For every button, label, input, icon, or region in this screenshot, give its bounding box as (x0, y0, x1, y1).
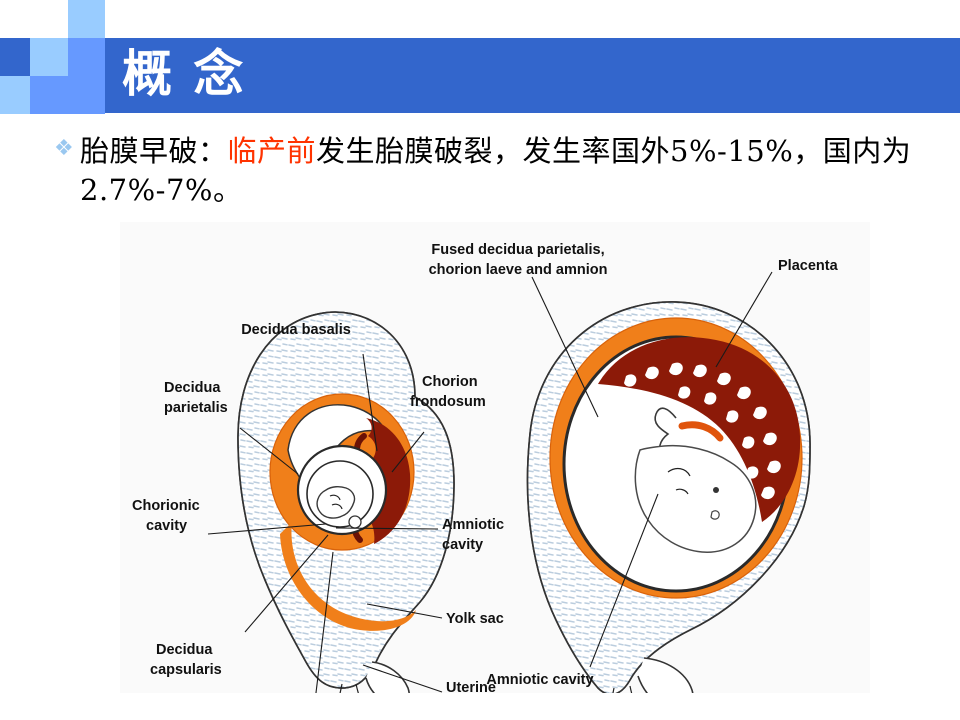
panel-b-placental-lacunae (624, 362, 781, 500)
slide-header: 概 念 (0, 0, 960, 120)
panel-b-placenta (598, 337, 801, 522)
label-amniotic-cavity-b: Amniotic cavity (486, 672, 593, 688)
panel-b-outline-stroke (526, 301, 811, 693)
panel-b-fetus-eye (713, 487, 719, 493)
leader-amniotic-cavity-a (335, 527, 439, 530)
label-decidua-capsularis-l1: Decidua (156, 642, 213, 658)
panel-a-yolk-sac (348, 515, 362, 529)
panel-a-chorion-laeve-band (280, 522, 416, 631)
bullet-text-highlight: 临产前 (227, 134, 317, 168)
panel-b-cervix (612, 685, 633, 693)
panel-b-cord-insertion (678, 421, 724, 442)
leader-uterine-cavity (362, 664, 443, 693)
anatomy-figure: Decidua basalis Decidua parietalis Chori… (120, 222, 870, 693)
label-fused-decidua-l1: Fused decidua parietalis, (431, 242, 604, 258)
bullet-text-part-1: 胎膜早破： (80, 134, 228, 168)
label-amniotic-cavity-a-l1: Amniotic (442, 517, 504, 533)
label-yolk-sac: Yolk sac (446, 611, 504, 627)
anatomy-figure-svg: Decidua basalis Decidua parietalis Chori… (120, 222, 870, 693)
label-chorion-frondosum-l2: frondosum (410, 394, 486, 410)
bullet-text: 胎膜早破：临产前发生胎膜破裂，发生率国外5%-15%，国内为2.7%-7%。 (80, 132, 934, 210)
panel-b-decidua-edge (549, 317, 803, 599)
panel-b-fetus-ear (710, 510, 720, 520)
diamond-bullet-icon: ❖ (54, 136, 74, 161)
label-uterine-cavity-l1: Uterine (446, 680, 496, 693)
leader-decidua-basalis (362, 353, 378, 452)
leader-chorionic-cavity (207, 523, 327, 535)
panel-a-decidua-edge (269, 393, 415, 551)
leader-fused-decidua (531, 276, 599, 418)
page-title: 概 念 (122, 45, 246, 103)
label-chorionic-cavity-l1: Chorionic (132, 498, 200, 514)
decor-square-light-bottom (0, 76, 30, 114)
leader-decidua-parietalis (239, 427, 299, 475)
label-decidua-basalis: Decidua basalis (241, 322, 351, 338)
label-amniotic-cavity-a-l2: cavity (442, 537, 483, 553)
panel-a-graphic (207, 311, 455, 693)
label-placenta: Placenta (778, 258, 839, 274)
label-decidua-capsularis-l2: capsularis (150, 662, 222, 678)
header-band (0, 38, 960, 113)
leader-yolk-sac (366, 603, 443, 619)
decor-square-medium-a (68, 38, 105, 76)
leader-decidua-capsularis (244, 534, 329, 633)
bullet-text-part-2: 发生胎膜破裂，发生率国外5%-15%，国内为2.7%-7%。 (80, 134, 912, 207)
leader-amniotic-cavity-b (589, 493, 659, 668)
panel-a-embryo-detail (329, 494, 343, 510)
panel-b-fetus-limb (667, 467, 691, 495)
label-chorion-frondosum-l1: Chorion (422, 374, 478, 390)
panel-b-graphic (526, 271, 811, 693)
panel-a-embryo (316, 485, 356, 519)
label-chorionic-cavity-l2: cavity (146, 518, 187, 534)
panel-a-outline-stroke (237, 311, 455, 689)
decor-square-light-top (68, 0, 105, 38)
label-fused-decidua-l2: chorion laeve and amnion (429, 262, 608, 278)
leader-chorion-frondosum (391, 431, 425, 473)
decor-square-light-mid (30, 38, 68, 76)
decor-square-medium-b (30, 76, 68, 114)
leader-placenta (715, 271, 773, 368)
panel-a-cervix (339, 683, 359, 693)
body-content: ❖ 胎膜早破：临产前发生胎膜破裂，发生率国外5%-15%，国内为2.7%-7%。 (54, 132, 934, 210)
decor-square-medium-c (68, 76, 105, 114)
label-decidua-parietalis-l1: Decidua (164, 380, 221, 396)
label-decidua-parietalis-l2: parietalis (164, 400, 228, 416)
bullet-item: ❖ 胎膜早破：临产前发生胎膜破裂，发生率国外5%-15%，国内为2.7%-7%。 (54, 132, 934, 210)
leader-chorion-laeve (315, 551, 334, 693)
panel-b-cervix-bulge (637, 657, 694, 693)
